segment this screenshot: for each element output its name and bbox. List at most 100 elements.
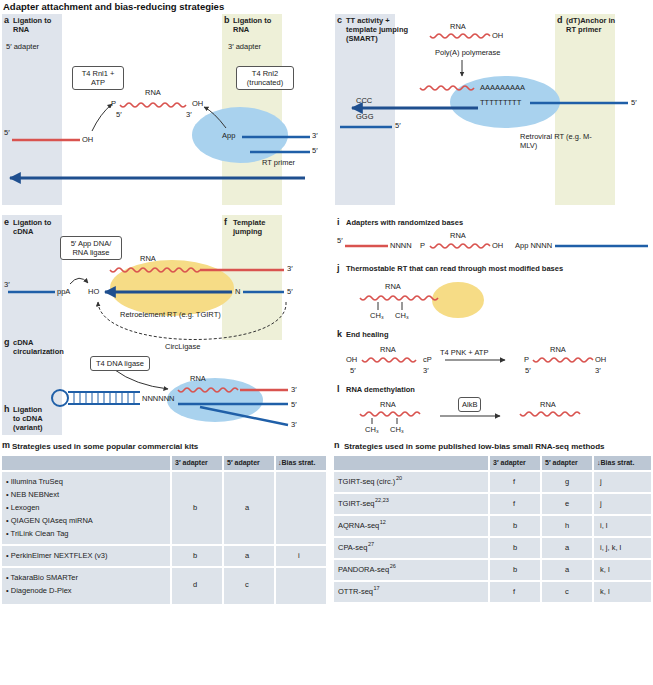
base-pair-tick (80, 393, 81, 403)
annotation-label: • Lexogen (6, 503, 40, 512)
annotation-label: AAAAAAAAA (480, 83, 525, 92)
annotation-label: Retroelement RT (e.g. TGIRT) (120, 310, 230, 319)
table-cell (542, 582, 592, 602)
reference-number: 20 (396, 475, 402, 482)
table-cell (334, 538, 488, 558)
annotation-label: TGIRT-seq (338, 499, 375, 508)
panel-bands (2, 14, 615, 435)
annotation-label: P (524, 355, 529, 364)
ligation-arrow (115, 370, 168, 389)
annotation-label: f (513, 587, 515, 596)
panel-title: Ligation to RNA (13, 16, 59, 34)
annotation-label: c (565, 587, 569, 596)
table-cell (594, 582, 651, 602)
annotation-label: App NNNN (515, 241, 552, 250)
adapter-line (345, 245, 388, 248)
band-a (2, 14, 62, 205)
base-pair-tick (74, 393, 75, 403)
table-cell (542, 538, 592, 558)
annotation-label: CCC (356, 96, 372, 105)
panel-letter: k (337, 330, 342, 340)
annotation-label: d (193, 580, 197, 589)
column-header: 5′ adapter (545, 459, 578, 467)
annotation-label: TTTTTTTTT (480, 98, 521, 107)
cdna-arrow (10, 177, 305, 180)
annotation-label: 3′ (4, 280, 10, 289)
rna-strand (533, 358, 593, 362)
panel-title: RNA demethylation (346, 385, 415, 394)
rt-blob (432, 282, 484, 318)
annotation-label: NNNNNN (142, 394, 175, 403)
enzyme-label: T4 Rnl1 + ATP (76, 69, 120, 87)
annotation-label: a (245, 503, 249, 512)
table-cell (542, 494, 592, 514)
reference-number: 17 (374, 585, 380, 592)
panel-letter: j (337, 264, 340, 274)
panel-title: Ligation to RNA (233, 16, 279, 34)
annotation-label: Poly(A) polymerase (435, 48, 515, 57)
annotation-label: TGIRT-seq (circ.) (338, 477, 395, 486)
rna-strand (362, 358, 416, 362)
annotation-label: RT primer (262, 158, 295, 167)
annotation-label: h (565, 521, 569, 530)
table-cell (594, 472, 651, 492)
annotation-label: CH₃ (390, 425, 404, 434)
adapter-line (240, 389, 288, 392)
annotation-label: 3′ (595, 366, 601, 375)
table-header (276, 456, 326, 470)
methyl-stalk (397, 418, 398, 424)
band-f (222, 215, 282, 340)
primer-line (200, 407, 288, 425)
panel-title: (dT)Anchor in RT primer (566, 16, 626, 34)
panel-title: Template jumping (233, 218, 279, 236)
step-arrow (445, 359, 505, 360)
table-title: Strategies used in some popular commerci… (12, 442, 322, 452)
annotation-label: k, l (600, 565, 610, 574)
base-pair-tick (122, 393, 123, 403)
table-header (172, 456, 222, 470)
annotation-label: RNA (380, 400, 396, 409)
annotation-label: RNA (550, 345, 566, 354)
annotation-label: HO (88, 287, 99, 296)
annotation-label: 5′ (525, 366, 531, 375)
adapter-line (12, 139, 80, 142)
adapter-line (8, 291, 55, 294)
annotation-label: PANDORA-seq (338, 565, 389, 574)
table-header (490, 456, 540, 470)
annotation-label: OH (82, 135, 93, 144)
enzyme-box: T4 Rnl2 (truncated) (236, 66, 294, 90)
panel-letter: i (337, 218, 340, 228)
annotation-label: RNA (385, 282, 401, 291)
rt-blob (192, 107, 288, 163)
annotation-label: RNA (380, 345, 396, 354)
hairpin-stem (68, 403, 140, 405)
table-cell (542, 516, 592, 536)
annotation-label: b (193, 503, 197, 512)
enzyme-box: T4 Rnl1 + ATP (72, 66, 124, 90)
step-arrow (462, 60, 463, 76)
annotation-label: • TakaraBio SMARTer (6, 573, 78, 582)
annotation-label: • QIAGEN QIAseq miRNA (6, 516, 93, 525)
table-cell (276, 546, 326, 566)
table-cell (594, 494, 651, 514)
enzyme-label: AlkB (462, 400, 477, 409)
primer-line (250, 151, 310, 154)
enzyme-box: 5′ App DNA/ RNA ligase (60, 236, 122, 260)
adapter-line (243, 291, 284, 294)
annotation-label: P (111, 99, 116, 108)
annotation-label: RNA (145, 88, 161, 97)
panel-letter: a (4, 16, 9, 26)
adapter-line (200, 269, 284, 272)
annotation-label: 5′ (312, 146, 318, 155)
annotation-label: 5′ (291, 400, 297, 409)
annotation-label: RNA (450, 22, 466, 31)
annotation-label: 5′ (287, 287, 293, 296)
annotation-label: RNA (540, 400, 556, 409)
annotation-label: g (565, 477, 569, 486)
enzyme-box: T4 DNA ligase (90, 356, 150, 371)
enzyme-blobs (110, 76, 560, 422)
annotation-label: a (565, 565, 569, 574)
panel-letter: m (2, 441, 10, 451)
annotation-label: CPA-seq (338, 543, 367, 552)
adapter-line (340, 126, 392, 129)
